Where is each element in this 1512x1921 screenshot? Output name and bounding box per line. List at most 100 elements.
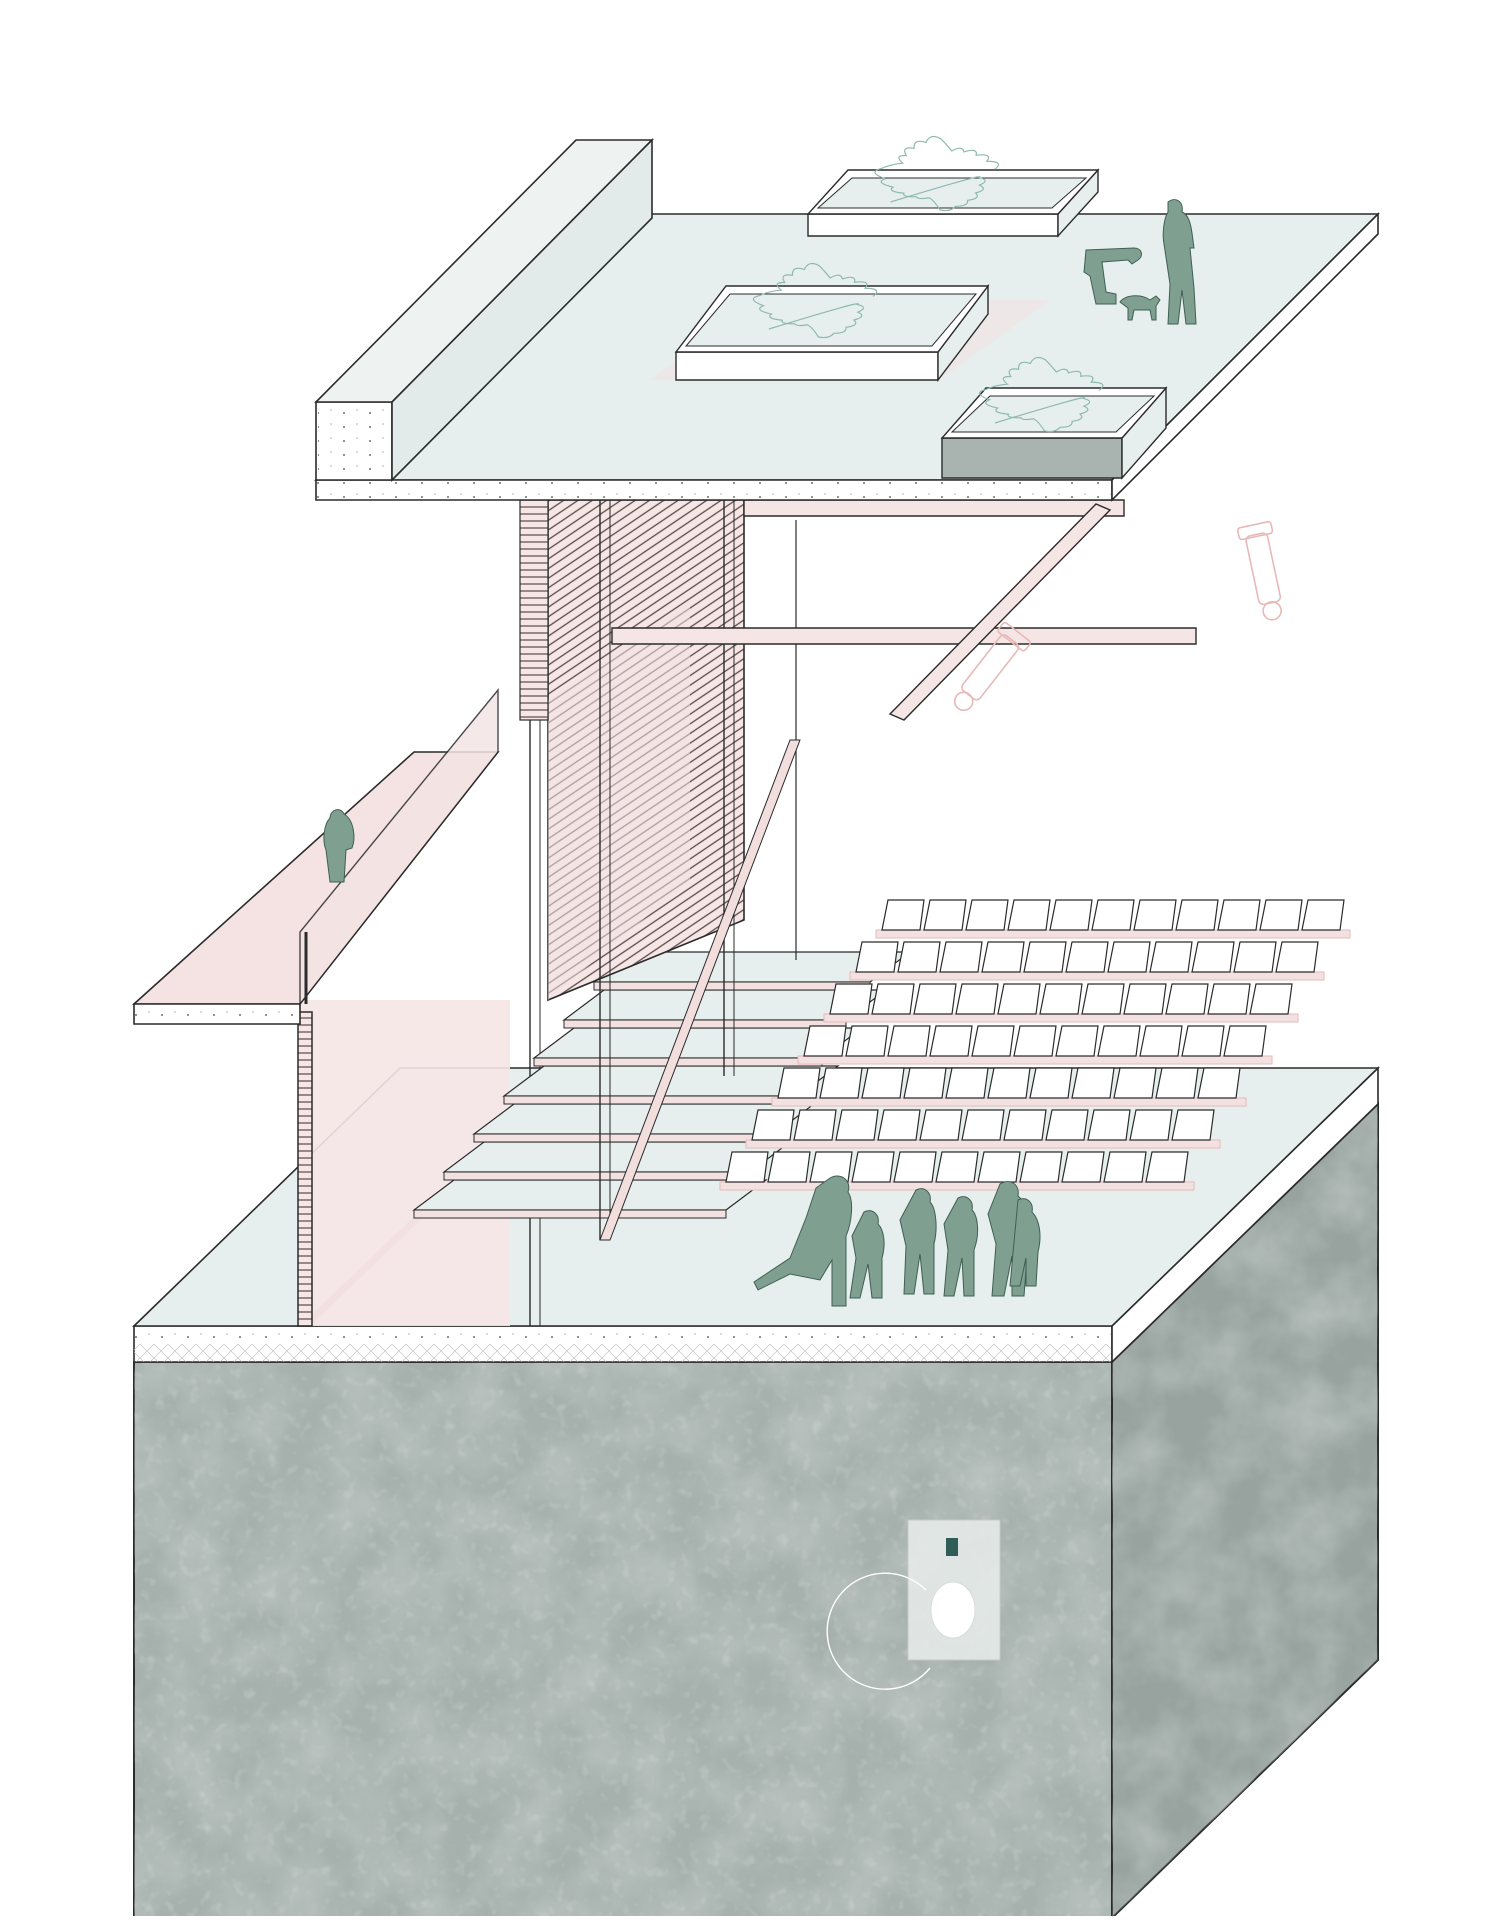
seat xyxy=(1029,1067,1073,1099)
seat xyxy=(965,899,1009,931)
seat xyxy=(1019,1151,1063,1183)
stair-riser xyxy=(503,1095,799,1105)
hatched-column xyxy=(297,1011,313,1327)
seat xyxy=(945,1067,989,1099)
seat xyxy=(1071,1067,1115,1099)
planter-soil xyxy=(684,293,978,347)
seat xyxy=(1165,983,1209,1015)
seat xyxy=(845,1025,889,1057)
staircase xyxy=(412,951,912,1219)
seat xyxy=(1007,899,1051,931)
bending-figure xyxy=(1083,247,1142,305)
mezzanine-figure xyxy=(323,809,355,883)
seat xyxy=(971,1025,1015,1057)
seat xyxy=(767,1151,811,1183)
seat xyxy=(1181,1025,1225,1057)
base-front-speckle xyxy=(134,1362,1112,1918)
roof-front-dots xyxy=(316,482,1112,498)
seat xyxy=(1039,983,1083,1015)
seat xyxy=(923,899,967,931)
pink-wall-panel xyxy=(300,1000,510,1326)
seat xyxy=(1097,1025,1141,1057)
seat xyxy=(1259,899,1303,931)
seat xyxy=(1191,941,1235,973)
seat xyxy=(819,1067,863,1099)
seat xyxy=(913,983,957,1015)
seat xyxy=(1223,1025,1267,1057)
seat-row-riser xyxy=(771,1097,1247,1107)
seat xyxy=(855,941,899,973)
stair-riser xyxy=(473,1133,775,1143)
stair-riser xyxy=(563,1019,847,1029)
seat xyxy=(1207,983,1251,1015)
mezzanine-balcony xyxy=(131,688,500,1025)
seat xyxy=(897,941,941,973)
shrub xyxy=(752,262,878,339)
seat xyxy=(1275,941,1319,973)
shrub xyxy=(874,135,999,212)
child-figure-4 xyxy=(943,1196,979,1297)
children-figures xyxy=(753,1175,1041,1307)
seat xyxy=(919,1109,963,1141)
bench-side xyxy=(391,138,653,482)
seat xyxy=(1113,1067,1157,1099)
seat xyxy=(893,1151,937,1183)
child-figure-1 xyxy=(753,1175,853,1307)
seat xyxy=(1155,1067,1199,1099)
stair-tread xyxy=(412,1179,768,1211)
beam-mid xyxy=(611,627,1197,645)
seat xyxy=(1103,1151,1147,1183)
balcony-front-dots xyxy=(134,1006,300,1022)
seat xyxy=(887,1025,931,1057)
steel-beam-framework xyxy=(611,499,1282,721)
seat xyxy=(997,983,1041,1015)
seat xyxy=(803,1025,847,1057)
seat xyxy=(1217,899,1261,931)
seat xyxy=(793,1109,837,1141)
bench-front-dots xyxy=(318,404,390,478)
seat xyxy=(861,1067,905,1099)
seat xyxy=(1107,941,1151,973)
seat xyxy=(1091,899,1135,931)
stage-light-fixture-right xyxy=(1236,520,1282,621)
base-slab-front-dots xyxy=(134,1326,1112,1344)
planter-front xyxy=(941,437,1123,479)
seat xyxy=(981,941,1025,973)
planter-right xyxy=(940,356,1168,480)
seat xyxy=(751,1109,795,1141)
louver-edge-slats xyxy=(519,499,549,721)
seat-row-riser xyxy=(745,1139,1221,1149)
louver-lower xyxy=(548,600,690,1000)
standing-figure xyxy=(1162,199,1197,325)
roof-planters xyxy=(674,135,1168,480)
seat xyxy=(1149,941,1193,973)
stair-riser xyxy=(413,1209,727,1219)
seat xyxy=(955,983,999,1015)
embedded-wall-element xyxy=(826,1519,1001,1690)
planter-large xyxy=(674,262,990,383)
seat xyxy=(1013,1025,1057,1057)
base-slab-xhatch xyxy=(134,1344,1112,1362)
balustrade-panel xyxy=(299,688,499,1007)
roof-figures xyxy=(1083,199,1197,325)
seat xyxy=(1133,899,1177,931)
seat xyxy=(777,1067,821,1099)
planter-soil xyxy=(816,177,1088,209)
seat xyxy=(1301,899,1345,931)
seat xyxy=(987,1067,1031,1099)
child-figure-3 xyxy=(899,1188,937,1295)
seat xyxy=(1171,1109,1215,1141)
seat xyxy=(871,983,915,1015)
seat xyxy=(1175,899,1219,931)
seat xyxy=(1061,1151,1105,1183)
seat xyxy=(977,1151,1021,1183)
seat-row-riser xyxy=(823,1013,1299,1023)
seat xyxy=(1087,1109,1131,1141)
seat-row-riser xyxy=(849,971,1325,981)
seat xyxy=(1139,1025,1183,1057)
seat xyxy=(1023,941,1067,973)
seat xyxy=(725,1151,769,1183)
roof-side-edge xyxy=(1111,212,1379,502)
